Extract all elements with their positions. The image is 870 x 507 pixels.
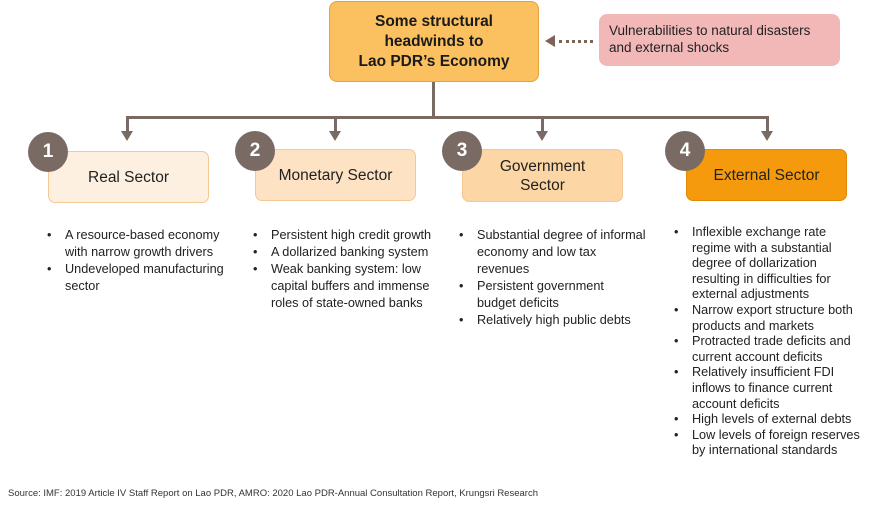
vulnerability-box: Vulnerabilities to natural disasters and… [599,14,840,66]
horizontal-connector [126,116,769,119]
sector-number-badge: 4 [665,131,705,171]
list-item: Low levels of foreign reserves by intern… [671,428,866,459]
arrow-down-icon [329,131,341,141]
list-item: Narrow export structure both products an… [671,303,866,334]
sector-box-government: Government Sector [462,149,623,202]
sector-label: Government Sector [499,157,586,194]
branch-connector-4 [766,116,769,132]
list-item: Protracted trade deficits and current ac… [671,334,866,365]
list-item: A resource-based economy with narrow gro… [44,227,236,261]
list-item: Relatively insufficient FDI inflows to f… [671,365,866,412]
list-item: High levels of external debts [671,412,866,428]
branch-connector-3 [541,116,544,132]
title-box: Some structural headwinds to Lao PDR’s E… [329,1,539,82]
arrow-down-icon [536,131,548,141]
sector-number-badge: 1 [28,132,68,172]
list-item: Persistent government budget deficits [456,278,646,312]
sector-label: External Sector [713,166,820,184]
bullet-list-external: Inflexible exchange rate regime with a s… [671,225,866,459]
sector-label: Monetary Sector [278,166,393,184]
arrow-down-icon [761,131,773,141]
sector-number-badge: 3 [442,131,482,171]
sector-label: Real Sector [88,168,169,186]
branch-connector-2 [334,116,337,132]
bullet-list-real: A resource-based economy with narrow gro… [44,227,236,295]
trunk-connector [432,82,435,118]
sector-number-badge: 2 [235,131,275,171]
bullet-list-government: Substantial degree of informal economy a… [456,227,646,329]
source-note: Source: IMF: 2019 Article IV Staff Repor… [8,488,538,499]
list-item: Undeveloped manufacturing sector [44,261,236,295]
branch-connector-1 [126,116,129,132]
list-item: Substantial degree of informal economy a… [456,227,646,278]
list-item: Inflexible exchange rate regime with a s… [671,225,866,303]
sector-box-real: Real Sector [48,151,209,203]
list-item: Persistent high credit growth [250,227,440,244]
dotted-connector [559,40,593,43]
arrow-down-icon [121,131,133,141]
bullet-list-monetary: Persistent high credit growth A dollariz… [250,227,440,312]
sector-box-external: External Sector [686,149,847,201]
arrow-left-icon [545,35,555,47]
list-item: Relatively high public debts [456,312,646,329]
sector-box-monetary: Monetary Sector [255,149,416,201]
list-item: Weak banking system: low capital buffers… [250,261,440,312]
list-item: A dollarized banking system [250,244,440,261]
